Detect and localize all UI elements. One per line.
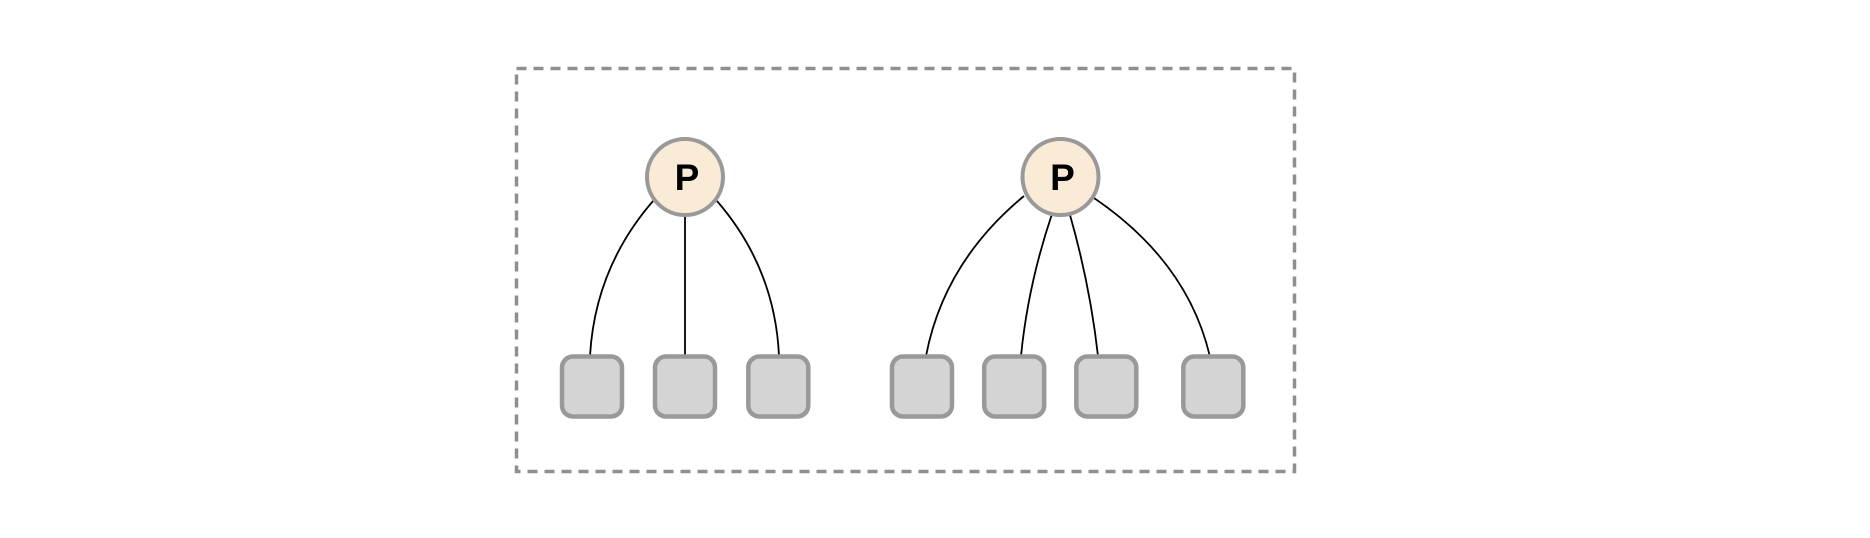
left-parent-node-label: P — [675, 157, 700, 198]
cluster-boundary — [514, 66, 1297, 474]
left-parent-node — [645, 137, 725, 217]
left-child-node-2 — [652, 354, 718, 419]
right-parent-node — [1020, 137, 1101, 217]
right-child-node-3 — [1074, 354, 1139, 419]
right-edge-2 — [1020, 213, 1053, 357]
right-child-node-1 — [889, 354, 955, 419]
left-child-node-1 — [559, 354, 625, 419]
left-edge-3 — [716, 200, 780, 357]
right-edge-3 — [1069, 214, 1099, 357]
right-edge-1 — [925, 195, 1025, 357]
right-edge-4 — [1093, 197, 1211, 358]
right-parent-node-label: P — [1050, 157, 1075, 198]
right-tree: P — [889, 137, 1246, 419]
left-child-node-3 — [746, 354, 811, 419]
left-tree: P — [559, 137, 811, 419]
left-edge-1 — [589, 200, 654, 357]
right-child-node-2 — [981, 354, 1047, 419]
right-child-node-4 — [1181, 354, 1246, 419]
